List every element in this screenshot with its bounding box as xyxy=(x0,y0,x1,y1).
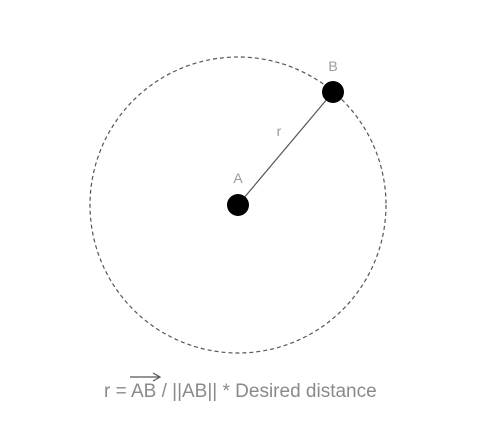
vector-arrow-icon xyxy=(130,372,162,382)
formula-prefix: r = xyxy=(104,381,131,402)
dashed-circle xyxy=(89,56,387,354)
formula-text: r = AB / ||AB|| * Desired distance xyxy=(104,381,377,402)
radius-label: r xyxy=(277,123,282,139)
formula-suffix: / ||AB|| * Desired distance xyxy=(156,381,376,402)
radius-line xyxy=(237,91,334,206)
formula-vector: AB xyxy=(131,381,156,402)
point-b xyxy=(322,81,344,103)
point-b-label: B xyxy=(328,58,337,74)
point-a-label: A xyxy=(233,170,243,186)
point-a xyxy=(227,194,249,216)
